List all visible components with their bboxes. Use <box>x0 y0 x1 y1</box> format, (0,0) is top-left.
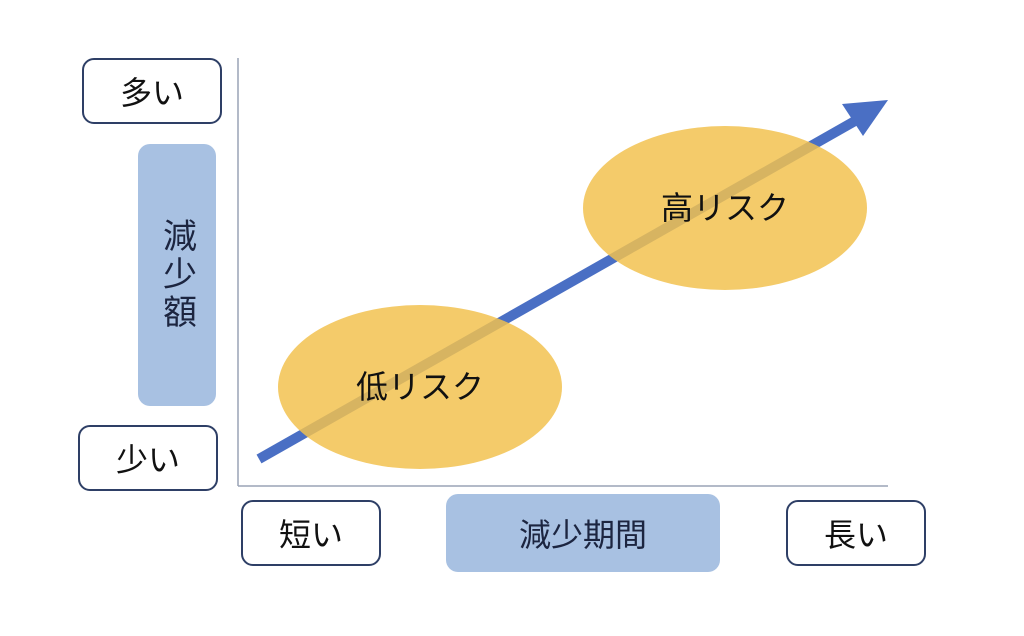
y-axis-bottom-label-text: 少い <box>115 441 180 479</box>
x-axis-left-label-text: 短い <box>278 516 343 554</box>
y-axis-title: 減少額 <box>138 144 216 406</box>
y-axis-top-label-text: 多い <box>119 74 184 112</box>
y-axis-bottom-label: 少い <box>78 425 218 491</box>
x-axis-left-label: 短い <box>241 500 381 566</box>
y-axis-title-text: 減少額 <box>156 218 197 332</box>
low-risk-label: 低リスク <box>356 368 484 406</box>
x-axis-right-label: 長い <box>786 500 926 566</box>
high-risk-zone <box>583 126 867 290</box>
x-axis-right-label-text: 長い <box>823 516 888 554</box>
high-risk-label: 高リスク <box>661 189 789 227</box>
y-axis-top-label: 多い <box>82 58 222 124</box>
low-risk-zone <box>278 305 562 469</box>
trend-arrow-head <box>842 100 888 136</box>
x-axis-title: 減少期間 <box>446 494 720 572</box>
x-axis-title-text: 減少期間 <box>518 516 647 554</box>
